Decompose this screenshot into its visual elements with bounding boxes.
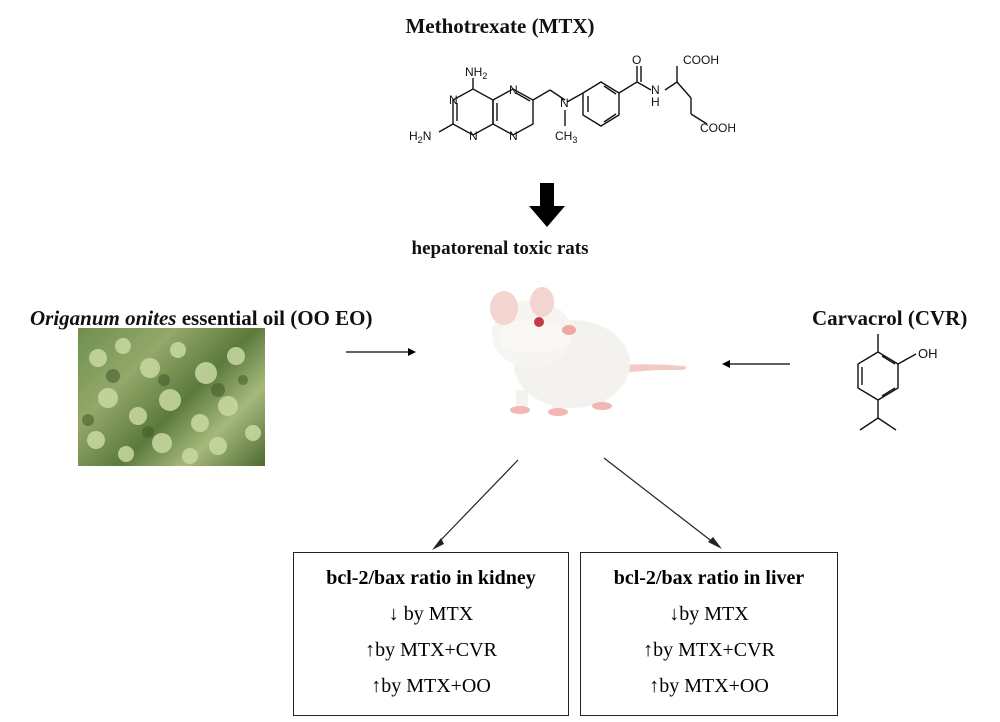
mtx-structure: NH2 H2N N N N N N CH3 O N H COOH COOH [409,53,735,145]
oo-title-rest: essential oil (OO EO) [176,306,373,330]
svg-text:N: N [509,83,518,97]
rat-to-liver-arrow [603,457,715,544]
kidney-line-1: ↓ by MTX [388,603,474,625]
target-title: hepatorenal toxic rats [411,238,589,259]
origanum-plant-photo [78,328,265,466]
rat-to-kidney-arrow [437,459,519,544]
kidney-line-3: ↑by MTX+OO [371,675,491,697]
kidney-result-box: bcl-2/bax ratio in kidney ↓ by MTX ↑by M… [293,552,569,716]
liver-line-2: ↑by MTX+CVR [643,639,775,661]
svg-text:CH3: CH3 [555,129,577,145]
svg-text:N: N [509,129,518,143]
liver-result-box: bcl-2/bax ratio in liver ↓by MTX ↑by MTX… [580,552,838,716]
oo-title-species: Origanum onites [30,306,177,330]
main-down-arrow [529,183,565,227]
mtx-nh2-left: H2N [409,129,431,145]
svg-text:N: N [560,96,569,110]
mtx-title: Methotrexate (MTX) [405,14,595,38]
liver-line-1: ↓by MTX [669,603,749,625]
kidney-line-2: ↑by MTX+CVR [365,639,497,661]
svg-text:O: O [632,53,641,67]
svg-text:N: N [651,83,660,97]
cvr-oh-label: OH [918,346,938,361]
svg-text:COOH: COOH [700,121,735,135]
mtx-nh2-top: NH2 [465,65,487,81]
svg-text:COOH: COOH [683,53,719,67]
kidney-box-heading: bcl-2/bax ratio in kidney [326,567,536,589]
cvr-title: Carvacrol (CVR) [812,306,968,330]
rat-photo [490,287,687,416]
oo-title: Origanum onites essential oil (OO EO) [30,306,372,331]
liver-box-heading: bcl-2/bax ratio in liver [613,567,805,589]
carvacrol-structure: OH [857,334,938,431]
liver-line-3: ↑by MTX+OO [649,675,769,697]
svg-text:N: N [449,93,458,107]
svg-text:H: H [651,95,660,109]
svg-text:N: N [469,129,478,143]
